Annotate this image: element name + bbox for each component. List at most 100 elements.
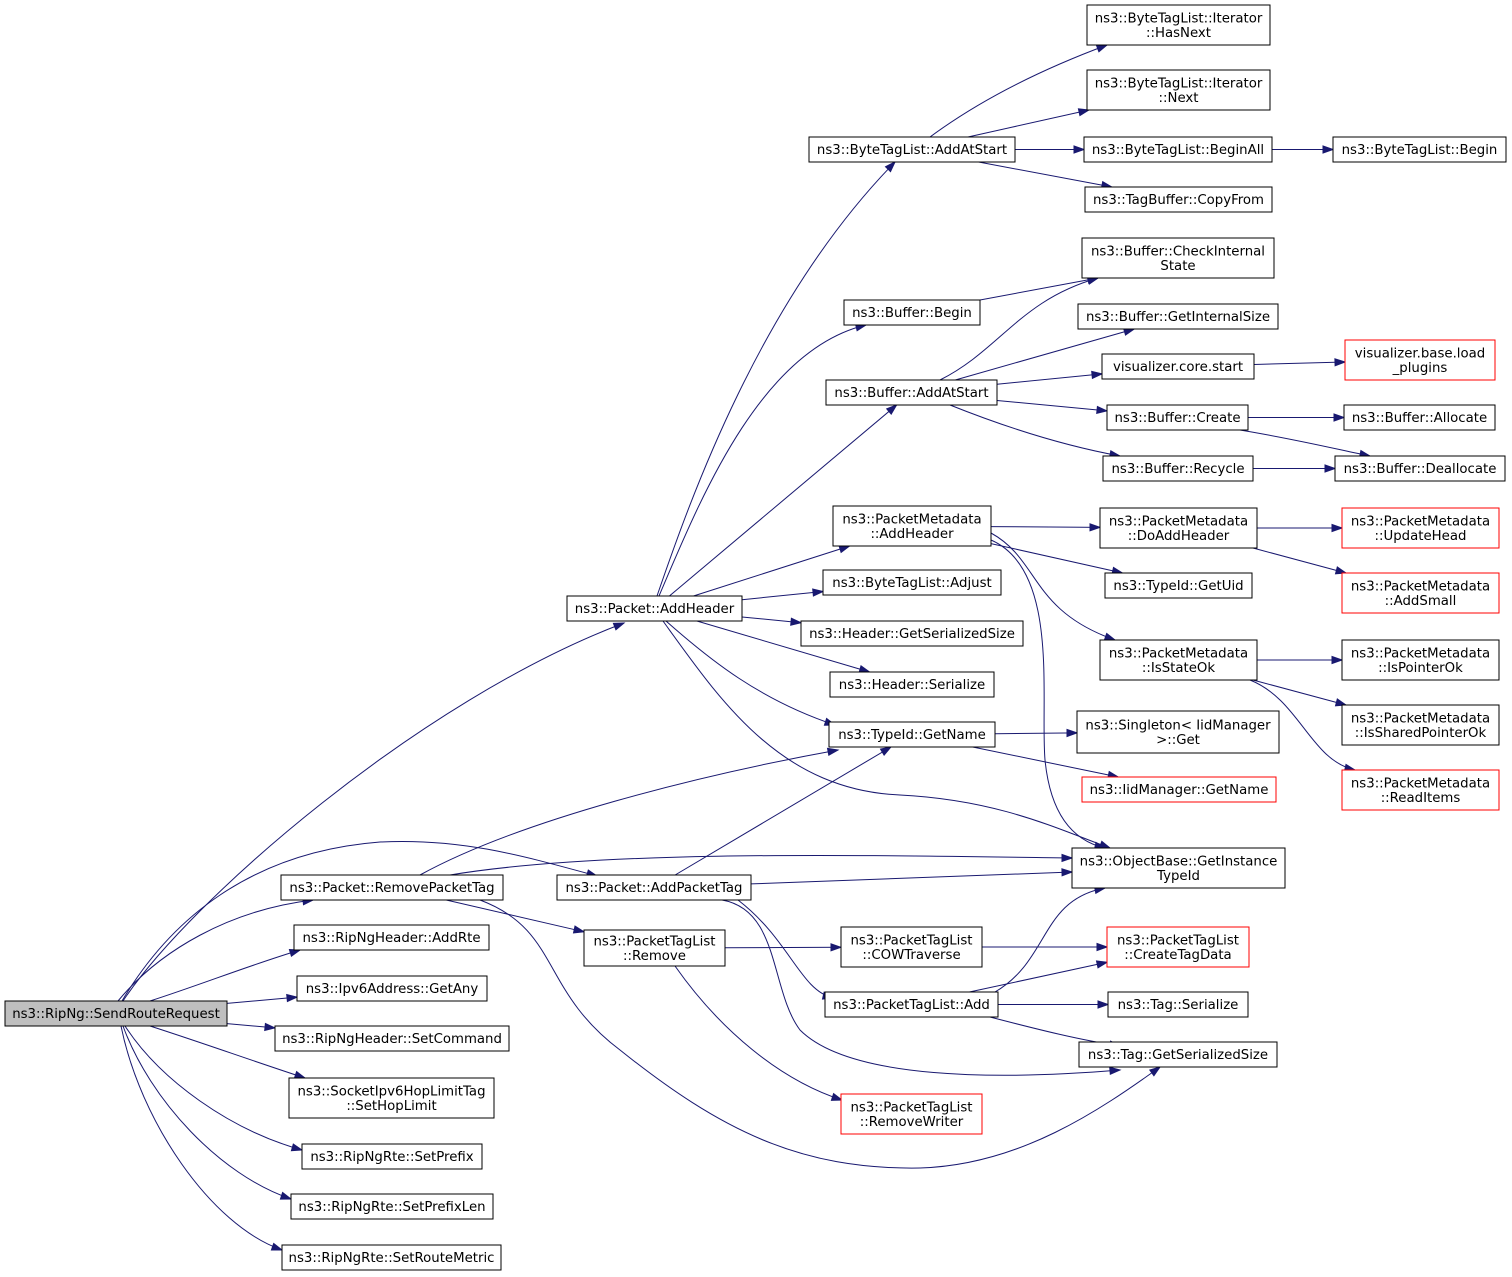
- call-edge-btl_addatstart-to-btl_it_hasnext: [929, 44, 1109, 138]
- node-rte_setprefixlen[interactable]: ns3::RipNgRte::SetPrefixLen: [290, 1193, 494, 1220]
- call-edge-buf_create-to-buf_deallocate: [1239, 429, 1372, 459]
- call-edge-buf_addatstart-to-buf_create: [996, 400, 1109, 415]
- node-rte_setprefix[interactable]: ns3::RipNgRte::SetPrefix: [301, 1143, 483, 1170]
- node-pkt_addpackettag[interactable]: ns3::Packet::AddPacketTag: [556, 874, 752, 901]
- call-edge-root-to-rte_setprefixlen: [122, 1025, 293, 1200]
- node-buf_begin[interactable]: ns3::Buffer::Begin: [843, 299, 981, 326]
- node-buf_deallocate[interactable]: ns3::Buffer::Deallocate: [1334, 455, 1506, 482]
- node-btl_addatstart[interactable]: ns3::ByteTagList::AddAtStart: [808, 136, 1016, 163]
- call-edge-pkt_removepackettag-to-typeid_getname: [419, 747, 840, 876]
- node-btl_adjust[interactable]: ns3::ByteTagList::Adjust: [822, 569, 1002, 596]
- node-ptl_add[interactable]: ns3::PacketTagList::Add: [824, 991, 999, 1018]
- node-ptl_remove[interactable]: ns3::PacketTagList::Remove: [583, 929, 726, 967]
- node-ptl_removewriter[interactable]: ns3::PacketTagList::RemoveWriter: [840, 1093, 983, 1135]
- node-ipv6_getany[interactable]: ns3::Ipv6Address::GetAny: [296, 975, 488, 1002]
- node-box: [825, 379, 998, 406]
- node-btl_begin[interactable]: ns3::ByteTagList::Begin: [1332, 136, 1507, 163]
- node-tag_getsersize[interactable]: ns3::Tag::GetSerializedSize: [1078, 1041, 1278, 1068]
- node-pm_addheader[interactable]: ns3::PacketMetadata::AddHeader: [832, 505, 992, 547]
- node-ripngheader_addrte[interactable]: ns3::RipNgHeader::AddRte: [293, 924, 490, 951]
- node-typeid_getuid[interactable]: ns3::TypeId::GetUid: [1104, 572, 1253, 599]
- node-label: ns3::IidManager::GetName: [1090, 783, 1269, 798]
- call-edge-pm_isstateok-to-pm_issharedpointerok: [1252, 679, 1348, 707]
- node-label: ns3::ByteTagList::BeginAll: [1092, 143, 1264, 158]
- node-iid_getname[interactable]: ns3::IidManager::GetName: [1081, 776, 1277, 803]
- node-singleton_get[interactable]: ns3::Singleton< IidManager>::Get: [1076, 710, 1280, 754]
- node-box: [1102, 455, 1254, 482]
- node-label: ns3::PacketTagList::Add: [833, 998, 990, 1013]
- node-box: [843, 299, 981, 326]
- node-pkt_addheader[interactable]: ns3::Packet::AddHeader: [566, 595, 743, 622]
- node-label: ns3::Buffer::Allocate: [1352, 411, 1487, 426]
- call-edge-pm_isstateok-to-pm_ispointerok: [1257, 655, 1344, 665]
- node-tagbuf_copyfrom[interactable]: ns3::TagBuffer::CopyFrom: [1084, 186, 1273, 213]
- call-edge-buf_addatstart-to-vis_core_start: [996, 370, 1104, 385]
- node-box: [1341, 572, 1500, 614]
- call-edge-pm_addheader-to-objbase_getinstancetypeid: [990, 539, 1107, 850]
- node-label: ::IsPointerOk: [1378, 661, 1463, 676]
- node-pm_ispointerok[interactable]: ns3::PacketMetadata::IsPointerOk: [1341, 639, 1500, 681]
- node-label: ns3::Buffer::Begin: [852, 306, 972, 321]
- node-pm_readitems[interactable]: ns3::PacketMetadata::ReadItems: [1341, 769, 1500, 811]
- node-ripngheader_setcommand[interactable]: ns3::RipNgHeader::SetCommand: [274, 1025, 510, 1052]
- node-pm_addsmall[interactable]: ns3::PacketMetadata::AddSmall: [1341, 572, 1500, 614]
- node-box: [1334, 455, 1506, 482]
- node-label: ns3::PacketMetadata: [1109, 646, 1248, 661]
- node-label: ::AddSmall: [1385, 594, 1457, 609]
- node-buf_addatstart[interactable]: ns3::Buffer::AddAtStart: [825, 379, 998, 406]
- node-buf_recycle[interactable]: ns3::Buffer::Recycle: [1102, 455, 1254, 482]
- node-box: [583, 929, 726, 967]
- node-hoplimit_set[interactable]: ns3::SocketIpv6HopLimitTag::SetHopLimit: [288, 1077, 495, 1119]
- node-pm_updatehead[interactable]: ns3::PacketMetadata::UpdateHead: [1341, 507, 1500, 549]
- node-ptl_createtagdata[interactable]: ns3::PacketTagList::CreateTagData: [1106, 926, 1250, 968]
- node-box: [566, 595, 743, 622]
- node-box: [4, 1000, 228, 1027]
- node-ptl_cowtraverse[interactable]: ns3::PacketTagList::COWTraverse: [840, 926, 983, 968]
- node-vis_core_start[interactable]: visualizer.core.start: [1101, 353, 1255, 380]
- node-hdr_serialize[interactable]: ns3::Header::Serialize: [829, 671, 995, 698]
- call-edge-pkt_addpackettag-to-tag_getsersize: [721, 899, 1122, 1076]
- node-box: [556, 874, 752, 901]
- call-edge-pkt_removepackettag-to-ptl_remove: [446, 899, 586, 934]
- call-edge-typeid_getname-to-singleton_get: [994, 728, 1079, 738]
- node-label: ns3::PacketMetadata: [1351, 776, 1490, 791]
- node-box: [1341, 704, 1500, 746]
- node-buf_create[interactable]: ns3::Buffer::Create: [1106, 404, 1249, 431]
- node-label: ns3::ByteTagList::Begin: [1342, 143, 1498, 158]
- node-box: [808, 136, 1016, 163]
- node-box: [1081, 237, 1275, 279]
- node-pm_issharedpointerok[interactable]: ns3::PacketMetadata::IsSharedPointerOk: [1341, 704, 1500, 746]
- node-hdr_getsersize[interactable]: ns3::Header::GetSerializedSize: [800, 620, 1024, 647]
- node-buf_getinternalsize[interactable]: ns3::Buffer::GetInternalSize: [1077, 303, 1279, 330]
- node-pm_isstateok[interactable]: ns3::PacketMetadata::IsStateOk: [1099, 639, 1258, 681]
- node-btl_it_hasnext[interactable]: ns3::ByteTagList::Iterator::HasNext: [1086, 4, 1271, 46]
- node-vis_base_loadplugins[interactable]: visualizer.base.load_plugins: [1344, 339, 1496, 381]
- node-label: ns3::Header::Serialize: [839, 678, 985, 693]
- node-box: [296, 975, 488, 1002]
- node-box: [1086, 4, 1271, 46]
- node-tag_serialize[interactable]: ns3::Tag::Serialize: [1107, 991, 1249, 1018]
- node-pkt_removepackettag[interactable]: ns3::Packet::RemovePacketTag: [280, 874, 504, 901]
- node-box: [1086, 69, 1271, 111]
- node-label: ns3::PacketTagList: [850, 933, 972, 948]
- node-label: ns3::TypeId::GetName: [838, 728, 986, 743]
- node-label: TypeId: [1156, 869, 1200, 884]
- node-typeid_getname[interactable]: ns3::TypeId::GetName: [828, 721, 996, 748]
- node-rte_setroutemetric[interactable]: ns3::RipNgRte::SetRouteMetric: [281, 1244, 502, 1271]
- call-edge-ptl_remove-to-ptl_removewriter: [674, 965, 844, 1101]
- node-pm_doaddheader[interactable]: ns3::PacketMetadata::DoAddHeader: [1099, 507, 1258, 549]
- call-edge-pkt_addheader-to-buf_addatstart: [669, 404, 898, 597]
- node-root[interactable]: ns3::RipNg::SendRouteRequest: [4, 1000, 228, 1027]
- node-label: ns3::ByteTagList::Iterator: [1095, 11, 1263, 26]
- node-btl_it_next[interactable]: ns3::ByteTagList::Iterator::Next: [1086, 69, 1271, 111]
- node-buf_allocate[interactable]: ns3::Buffer::Allocate: [1343, 404, 1496, 431]
- node-box: [832, 505, 992, 547]
- call-edge-buf_addatstart-to-buf_recycle: [949, 404, 1122, 459]
- node-label: ns3::TypeId::GetUid: [1113, 579, 1243, 594]
- node-label: ns3::Ipv6Address::GetAny: [306, 982, 479, 997]
- node-label: ns3::ByteTagList::Iterator: [1095, 76, 1263, 91]
- node-label: ::AddHeader: [870, 527, 954, 542]
- node-btl_beginall[interactable]: ns3::ByteTagList::BeginAll: [1083, 136, 1273, 163]
